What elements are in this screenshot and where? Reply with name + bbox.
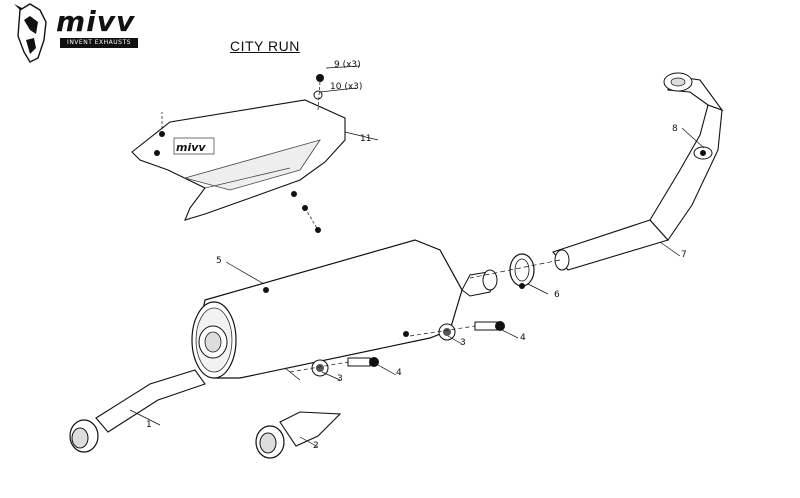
- callout-part-8: 8: [672, 124, 678, 134]
- callout-part-10: 10 (x3): [330, 82, 363, 92]
- callout-part-4-right: 4: [520, 333, 526, 343]
- callout-part-9: 9 (x3): [334, 60, 361, 70]
- bolt-icon: [347, 357, 371, 367]
- callout-part-11: 11: [360, 134, 372, 144]
- clamp: [509, 253, 535, 289]
- callout-part-2: 2: [313, 441, 319, 451]
- callout-part-7: 7: [681, 250, 687, 260]
- sensor-port-icon: [700, 150, 706, 156]
- exhaust-pipes: [469, 72, 724, 279]
- screw-icon: [403, 331, 409, 337]
- brand-tagline: INVENT EXHAUSTS: [60, 38, 138, 48]
- bolt-icon: [474, 321, 498, 331]
- mounting-hardware: [289, 321, 505, 377]
- callout-part-1: 1: [146, 420, 152, 430]
- nut-icon: [316, 74, 324, 82]
- end-cap: [255, 411, 342, 459]
- clamp-bolt-icon: [519, 283, 525, 289]
- callout-part-5: 5: [216, 256, 222, 266]
- callout-part-4-left: 4: [396, 368, 402, 378]
- heat-shield-logo: mivv: [176, 141, 206, 154]
- muffler: [191, 239, 498, 381]
- leader-lines: [129, 65, 705, 448]
- bushing-icon: [443, 328, 451, 336]
- callout-part-3-right: 3: [460, 338, 466, 348]
- callout-part-6: 6: [554, 290, 560, 300]
- link-pipe: [69, 369, 206, 453]
- bolt-head-icon: [369, 357, 379, 367]
- brand-mascot-logo: [14, 3, 47, 63]
- bolt-head-icon: [495, 321, 505, 331]
- screw-icon: [154, 150, 160, 156]
- bushing-icon: [316, 364, 324, 372]
- heat-shield-logo-plate: [173, 137, 215, 155]
- callout-part-3-left: 3: [337, 374, 343, 384]
- screw-icon: [263, 287, 269, 293]
- diagram-title: CITY RUN: [230, 38, 300, 54]
- heat-shield: mivv: [131, 74, 346, 233]
- screw-icon: [291, 191, 297, 197]
- washer-icon: [313, 90, 323, 100]
- brand-logo: mivv: [56, 5, 136, 38]
